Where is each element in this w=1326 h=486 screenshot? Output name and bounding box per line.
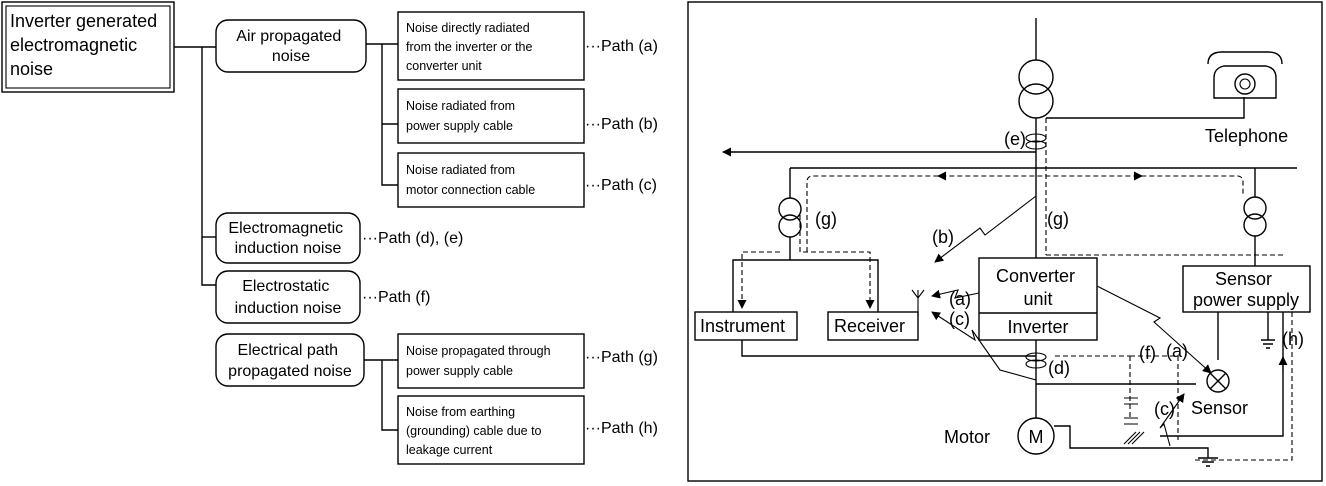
branch-electrostatic-induction: [215, 270, 361, 324]
instrument-label: Instrument: [700, 316, 785, 336]
receiver-box: [827, 311, 919, 341]
circuit-label-g2: (g): [1047, 209, 1069, 229]
air-leaves-trunk: [381, 44, 398, 186]
sensor-label: Sensor: [1191, 398, 1248, 418]
right-transformer-top-icon: [1243, 196, 1267, 220]
converter-inverter-box: [978, 257, 1098, 341]
circuit-label-c2: (c): [1154, 399, 1175, 419]
sensor-power-supply-label: Sensor power supply: [1193, 269, 1299, 310]
path-f-label: ···Path (f): [362, 289, 430, 306]
root-box: [1, 1, 175, 93]
stray-capacitor-icon: [1124, 397, 1138, 425]
electrostatic-dashed: [1055, 355, 1179, 440]
instrument-dashed-path: [741, 251, 780, 300]
telephone-label: Telephone: [1205, 126, 1288, 146]
earth-hatch-icon: [1123, 431, 1145, 445]
sensor-cross: [1209, 372, 1227, 390]
root-label: Inverter generated electromagnetic noise: [10, 11, 162, 79]
circuit-label-d: (d): [1048, 358, 1070, 378]
branch-electrical-label: Electrical path propagated noise: [228, 342, 352, 380]
circuit-label-c1: (c): [949, 309, 970, 329]
root-trunk-line: [201, 47, 216, 286]
ct-d-coil-2: [1025, 359, 1047, 369]
branch-air-propagated: [215, 19, 367, 73]
branch-electrostatic-label: Electrostatic induction noise: [235, 278, 342, 317]
circuit-label-h: (h): [1282, 329, 1304, 349]
leaf-path-h-text: Noise from earthing (grounding) cable du…: [406, 405, 545, 457]
circuit-label-a2: (a): [1166, 341, 1188, 361]
leaf-path-c-text: Noise radiated from motor connection cab…: [406, 163, 535, 197]
motor-symbol: M: [1029, 427, 1044, 447]
motor-ground-icon: [1198, 457, 1218, 467]
circuit-label-e: (e): [1004, 129, 1026, 149]
leaf-path-g-text: Noise propagated through power supply ca…: [406, 344, 554, 378]
conduction-path-dashed: [806, 175, 1244, 252]
telephone-icon: [1207, 51, 1283, 99]
sensor-return-line: [1160, 312, 1284, 437]
ct-d-coil-1: [1025, 352, 1047, 362]
branch-air-label: Air propagated noise: [236, 28, 345, 65]
motor-label: Motor: [944, 427, 990, 447]
path-de-label: ···Path (d), (e): [362, 230, 463, 247]
branch-electromagnetic-label: Electromagnetic induction noise: [228, 220, 347, 257]
path-a-zigzag-left: [931, 289, 980, 299]
left-transformer-bottom-icon: [778, 214, 802, 238]
leaf-path-a-box: [397, 11, 585, 81]
left-transformer-outputs: [732, 237, 879, 312]
noise-classification-tree: Inverter generated electromagnetic noise…: [1, 1, 658, 465]
circuit-label-a1: (a): [949, 289, 971, 309]
motor-ground-wire: [1054, 425, 1209, 458]
sensor-icon: [1206, 369, 1230, 393]
antenna-icon: [911, 289, 925, 316]
leaf-path-h-box: [397, 395, 585, 465]
circuit-frame: [687, 1, 1323, 482]
circuit-label-f: (f): [1139, 343, 1156, 363]
noise-path-circuit: Telephone Instrument Receiver: [687, 1, 1323, 482]
leaf-path-c-box: [397, 152, 585, 208]
path-c-label: ···Path (c): [585, 177, 657, 194]
root-box-inner: [5, 5, 171, 89]
leaf-path-g-box: [397, 333, 585, 389]
circuit-label-g1: (g): [815, 209, 837, 229]
instrument-box: [694, 311, 798, 341]
instrument-return-line: [741, 340, 1036, 357]
converter-label: Converter unit: [996, 266, 1080, 309]
right-transformer-bottom-icon: [1243, 213, 1267, 237]
elec-leaves-trunk: [381, 360, 398, 431]
telephone-line: [1046, 97, 1245, 119]
leaf-path-b-box: [397, 88, 585, 144]
leaf-path-a-text: Noise directly radiated from the inverte…: [406, 21, 536, 73]
left-transformer-top-icon: [778, 197, 802, 221]
motor-icon: [1017, 417, 1055, 455]
sensor-supply-ground-icon: [1261, 339, 1275, 349]
circuit-label-b: (b): [932, 227, 954, 247]
path-b-zigzag: [934, 195, 1037, 263]
path-h-label: ···Path (h): [585, 420, 658, 437]
sensor-power-supply-box: [1182, 265, 1311, 313]
main-transformer-bottom-icon: [1018, 83, 1054, 119]
leakage-dashed-right: [1192, 312, 1293, 461]
receiver-label: Receiver: [834, 316, 905, 336]
path-a-zigzag-right: [1096, 285, 1212, 374]
leaf-path-b-text: Noise radiated from power supply cable: [406, 99, 519, 133]
inverter-label: Inverter: [1007, 317, 1068, 337]
branch-electromagnetic-induction: [215, 212, 361, 264]
path-c-zigzag-right: [1159, 393, 1185, 447]
path-b-label: ···Path (b): [585, 116, 658, 133]
path-a-label: ···Path (a): [585, 38, 658, 55]
receiver-dashed-path: [799, 215, 871, 300]
path-g-label: ···Path (g): [585, 349, 658, 366]
path-c-zigzag-left: [931, 311, 1037, 381]
